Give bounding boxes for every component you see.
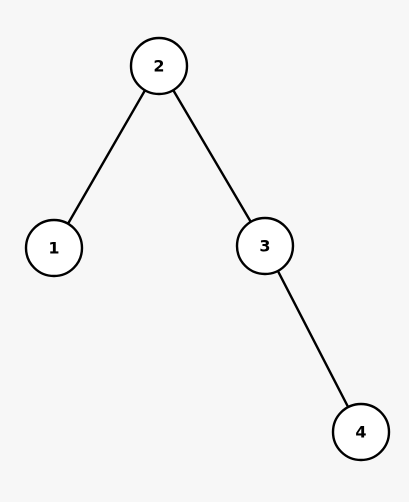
node-label-1: 1 xyxy=(48,239,59,258)
node-circle-4 xyxy=(331,402,391,462)
node-circle-2 xyxy=(129,36,189,96)
tree-node-3: 3 xyxy=(235,216,295,276)
node-circle-3 xyxy=(235,216,295,276)
node-label-2: 2 xyxy=(153,57,164,76)
tree-node-4: 4 xyxy=(331,402,391,462)
edge-2-to-3 xyxy=(157,64,267,248)
node-label-4: 4 xyxy=(355,423,366,442)
edges-layer xyxy=(52,64,363,434)
node-circle-1 xyxy=(24,218,84,278)
edge-3-to-4 xyxy=(263,244,363,434)
edge-2-to-1 xyxy=(52,64,161,250)
tree-node-1: 1 xyxy=(24,218,84,278)
tree-node-2: 2 xyxy=(129,36,189,96)
nodes-layer: 2 1 3 4 xyxy=(24,36,391,462)
node-label-3: 3 xyxy=(259,237,270,256)
